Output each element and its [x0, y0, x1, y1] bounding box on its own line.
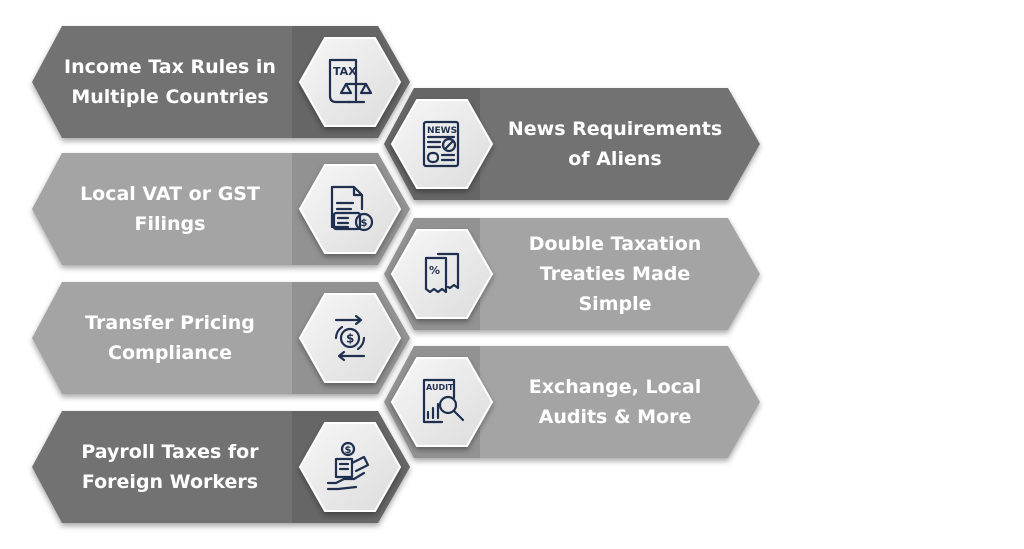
news-requirements-label: News Requirements of Aliens	[480, 88, 750, 200]
income-tax-label: Income Tax Rules in Multiple Countries	[45, 26, 295, 138]
transfer-pricing-label-line: Transfer Pricing	[85, 312, 255, 334]
local-vat-ribbon: $	[32, 153, 410, 265]
double-taxation-ribbon: %	[384, 218, 760, 330]
audit-magnifier-icon: AUDIT	[422, 378, 465, 424]
news-label: NEWS	[427, 126, 457, 136]
newspaper-icon: NEWS	[422, 120, 460, 168]
local-vat-label-line: Local VAT or GST	[80, 183, 260, 205]
transfer-pricing-hex-tile	[298, 293, 402, 383]
exchange-audits-ribbon-shape	[384, 346, 760, 458]
double-taxation-hex-tile	[390, 229, 494, 319]
dollar-label: $	[346, 332, 354, 346]
payroll-taxes-ribbon: $	[32, 411, 410, 523]
exchange-audits-label-line: Exchange, Local	[528, 376, 702, 398]
exchange-audits-ribbon: AUDIT	[384, 346, 760, 458]
tax-label: TAX	[333, 65, 357, 78]
tax-scale-icon: TAX	[328, 58, 373, 104]
transfer-pricing-ribbon: $	[32, 282, 410, 394]
payroll-taxes-label-line: Payroll Taxes for	[81, 441, 259, 463]
local-vat-label-line: Filings	[134, 213, 206, 235]
transfer-pricing-label-line: Compliance	[108, 342, 232, 364]
payroll-hand-icon: $	[326, 441, 370, 491]
audit-label: AUDIT	[426, 383, 454, 392]
payroll-taxes-hex-tile	[298, 422, 402, 512]
income-tax-label-line: Income Tax Rules in	[64, 56, 276, 78]
double-taxation-label-line: Treaties Made	[539, 263, 691, 285]
income-tax-ribbon: TAX	[32, 26, 410, 138]
dollar-label: $	[345, 445, 352, 456]
percent-receipts-icon: %	[424, 252, 460, 294]
news-requirements-label-line: of Aliens	[568, 148, 662, 170]
income-tax-hex-tile	[298, 37, 402, 127]
double-taxation-label-line: Double Taxation	[528, 233, 702, 255]
double-taxation-ribbon-shape	[384, 218, 760, 330]
news-requirements-label-line: News Requirements	[507, 118, 723, 140]
money-transfer-icon: $	[334, 314, 366, 362]
income-tax-label-line: Multiple Countries	[71, 86, 269, 108]
exchange-audits-hex-tile	[390, 357, 494, 447]
percent-label: %	[429, 264, 440, 277]
news-requirements-ribbon: NEWS	[384, 88, 760, 200]
svg-text:$: $	[361, 218, 368, 229]
exchange-audits-label-line: Audits & More	[538, 406, 692, 428]
double-taxation-label-line: Simple	[578, 293, 652, 315]
local-vat-label: Local VAT or GST Filings	[45, 153, 295, 265]
payroll-taxes-label-line: Foreign Workers	[81, 471, 259, 493]
document-calculator-icon: $	[330, 185, 374, 232]
